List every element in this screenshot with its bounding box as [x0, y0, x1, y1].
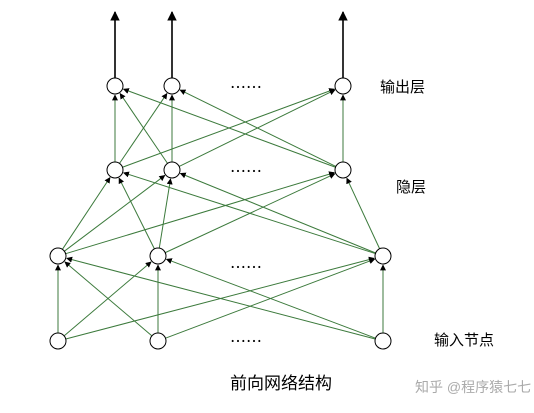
watermark: 知乎 @程序猿七七: [415, 379, 531, 395]
input-node: [374, 332, 392, 350]
connection-edge: [66, 256, 376, 340]
ellipsis-input: ……: [230, 327, 262, 346]
network-nodes: [49, 77, 392, 350]
diagram-caption: 前向网络结构: [230, 374, 332, 394]
ellipsis-layer2: ……: [230, 253, 262, 272]
hidden-node: [163, 161, 181, 179]
input-node: [149, 332, 167, 350]
connection-edge: [64, 261, 153, 337]
connection-edge: [165, 258, 376, 339]
connection-edge: [119, 92, 168, 164]
ellipsis-output: ……: [230, 73, 262, 92]
l2-node: [374, 247, 392, 265]
input-node: [49, 332, 67, 350]
connection-edge: [65, 171, 335, 255]
layer-arrows: [110, 11, 348, 78]
connection-edge: [118, 177, 155, 250]
hidden-layer-label: 隐层: [396, 178, 426, 196]
output-node: [106, 77, 124, 95]
connection-edge: [122, 88, 336, 168]
output-node: [163, 77, 181, 95]
connection-edge: [346, 177, 381, 249]
output-node: [334, 77, 352, 95]
l2-node: [49, 247, 67, 265]
connection-edge: [179, 172, 376, 254]
connection-edge: [64, 175, 166, 252]
connection-edge: [122, 171, 376, 255]
hidden-node: [106, 161, 124, 179]
connection-edge: [158, 178, 173, 249]
ellipsis-hidden: ……: [230, 157, 262, 176]
connection-edge: [179, 89, 337, 167]
hidden-node: [334, 161, 352, 179]
l2-node: [149, 247, 167, 265]
input-nodes-label: 输入节点: [434, 331, 494, 349]
connection-edge: [62, 177, 111, 250]
output-layer-label: 输出层: [380, 78, 425, 96]
connection-edges: [55, 88, 386, 340]
